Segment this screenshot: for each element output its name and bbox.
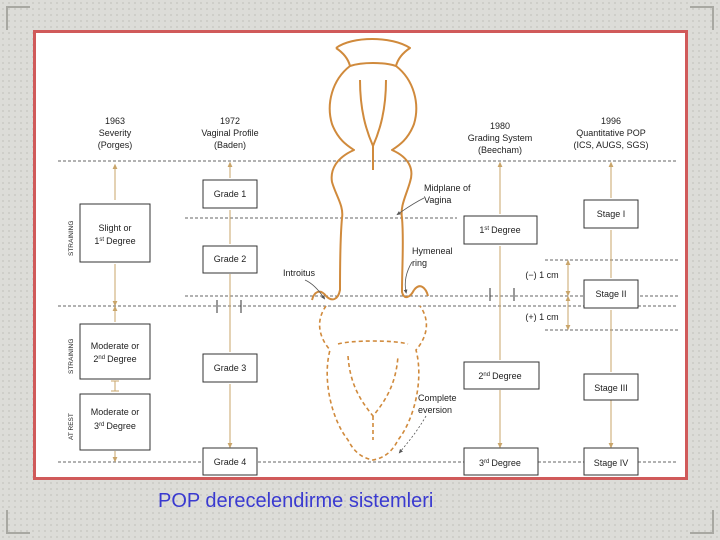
annotation-midplane: Midplane of Vagina — [396, 183, 471, 216]
svg-text:Complete: Complete — [418, 393, 457, 403]
grade-box: Grade 1 — [202, 179, 258, 209]
annotation-introitus: Introitus — [283, 268, 326, 300]
side-label-straining: STRAINING — [68, 339, 75, 374]
side-label-straining: STRAINING — [68, 221, 75, 256]
slide-corner-decoration — [6, 510, 30, 534]
annotation-complete-eversion: Complete eversion — [398, 393, 457, 454]
stage-box: Stage III — [583, 373, 639, 401]
grade-box: Grade 4 — [202, 447, 258, 476]
slide-caption: POP derecelendirme sistemleri — [158, 490, 434, 512]
header-year: 1972 — [220, 116, 240, 126]
header-year: 1980 — [490, 121, 510, 131]
i-beam-marker — [111, 380, 119, 392]
grade-box: Grade 2 — [202, 245, 258, 274]
slide-corner-decoration — [690, 510, 714, 534]
svg-text:Grade 1: Grade 1 — [214, 189, 247, 199]
svg-text:Stage III: Stage III — [594, 383, 628, 393]
header-title: Vaginal Profile — [201, 128, 258, 138]
svg-text:Stage I: Stage I — [597, 209, 626, 219]
header-pop-q: 1996 Quantitative POP (ICS, AUGS, SGS) — [573, 116, 648, 150]
header-author: (Beecham) — [478, 145, 522, 155]
slide-corner-decoration — [690, 6, 714, 30]
side-label-at-rest: AT REST — [68, 413, 75, 440]
stage-box: Stage I — [583, 199, 639, 229]
slide-corner-decoration — [6, 6, 30, 30]
stage-box: Stage II — [583, 279, 639, 309]
header-author: (Baden) — [214, 140, 246, 150]
header-vaginal-profile: 1972 Vaginal Profile (Baden) — [201, 116, 258, 150]
svg-text:Grade 2: Grade 2 — [214, 254, 247, 264]
annotation-hymeneal-ring: Hymeneal ring — [403, 246, 453, 294]
header-title: Severity — [99, 128, 132, 138]
svg-text:eversion: eversion — [418, 405, 452, 415]
header-title: Grading System — [468, 133, 533, 143]
header-title: Quantitative POP — [576, 128, 646, 138]
svg-text:Hymeneal: Hymeneal — [412, 246, 453, 256]
minus-1cm-label: (−) 1 cm — [525, 270, 558, 280]
header-author: (Porges) — [98, 140, 133, 150]
header-year: 1963 — [105, 116, 125, 126]
hymen-tick-marks — [216, 288, 515, 313]
uterus-vagina-illustration — [311, 38, 429, 301]
svg-text:Moderate or: Moderate or — [91, 407, 140, 417]
svg-text:Vagina: Vagina — [424, 195, 451, 205]
svg-text:Grade 3: Grade 3 — [214, 363, 247, 373]
scale-arrows — [112, 161, 614, 463]
svg-text:Stage IV: Stage IV — [594, 458, 629, 468]
header-grading-system: 1980 Grading System (Beecham) — [468, 121, 533, 155]
svg-text:Midplane of: Midplane of — [424, 183, 471, 193]
plus-1cm-label: (+) 1 cm — [525, 312, 558, 322]
svg-text:Moderate or: Moderate or — [91, 341, 140, 351]
svg-text:Grade 4: Grade 4 — [214, 457, 247, 467]
header-year: 1996 — [601, 116, 621, 126]
svg-text:Introitus: Introitus — [283, 268, 316, 278]
stage-box: Stage IV — [583, 447, 639, 476]
header-author: (ICS, AUGS, SGS) — [573, 140, 648, 150]
eversion-illustration — [318, 305, 428, 461]
svg-text:Stage II: Stage II — [595, 289, 626, 299]
svg-text:ring: ring — [412, 258, 427, 268]
header-severity: 1963 Severity (Porges) — [98, 116, 133, 150]
grade-box: Grade 3 — [202, 353, 258, 383]
svg-text:Slight or: Slight or — [98, 223, 131, 233]
